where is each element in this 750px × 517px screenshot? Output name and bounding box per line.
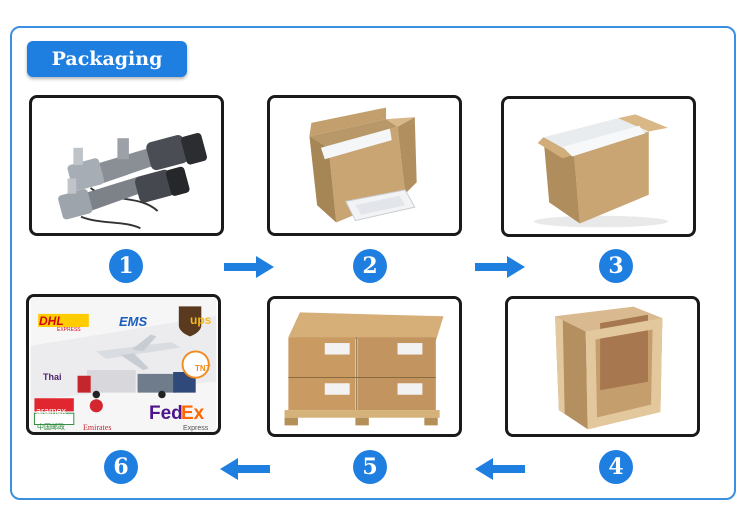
aramex-logo: aramex: [36, 406, 67, 416]
tnt-logo: TNT: [195, 364, 211, 373]
step-5-image: [267, 296, 462, 437]
ems-logo: EMS: [119, 314, 148, 329]
step-4-number: 4: [599, 450, 633, 484]
thai-logo: Thai: [43, 372, 62, 382]
china-post-logo: 中国邮政: [37, 424, 65, 431]
ups-logo: ups: [190, 313, 212, 327]
fedex-express-label: Express: [183, 425, 209, 432]
packaging-frame: [10, 26, 736, 500]
dhl-logo: DHL: [39, 314, 64, 328]
step-1-number: 1: [109, 249, 143, 283]
fedex-ex-text: Ex: [181, 403, 205, 424]
dhl-express-label: EXPRESS: [57, 327, 81, 333]
arrow-left-icon: [475, 458, 525, 480]
fedex-fed-text: Fed: [149, 403, 183, 424]
step-6-number: 6: [104, 450, 138, 484]
step-3-image: [501, 96, 696, 237]
emirates-logo: Emirates: [83, 423, 112, 432]
section-title: Packaging: [27, 41, 187, 77]
step-5-number: 5: [353, 450, 387, 484]
step-4-image: [505, 296, 700, 437]
step-3-number: 3: [599, 249, 633, 283]
step-1-image: [29, 95, 224, 236]
step-2-number: 2: [353, 249, 387, 283]
arrow-left-icon: [220, 458, 270, 480]
arrow-right-icon: [475, 256, 525, 278]
step-2-image: [267, 95, 462, 236]
arrow-right-icon: [224, 256, 274, 278]
step-6-image: DHL EXPRESS EMS ups Thai TNT aramex 中国邮政…: [26, 294, 221, 435]
